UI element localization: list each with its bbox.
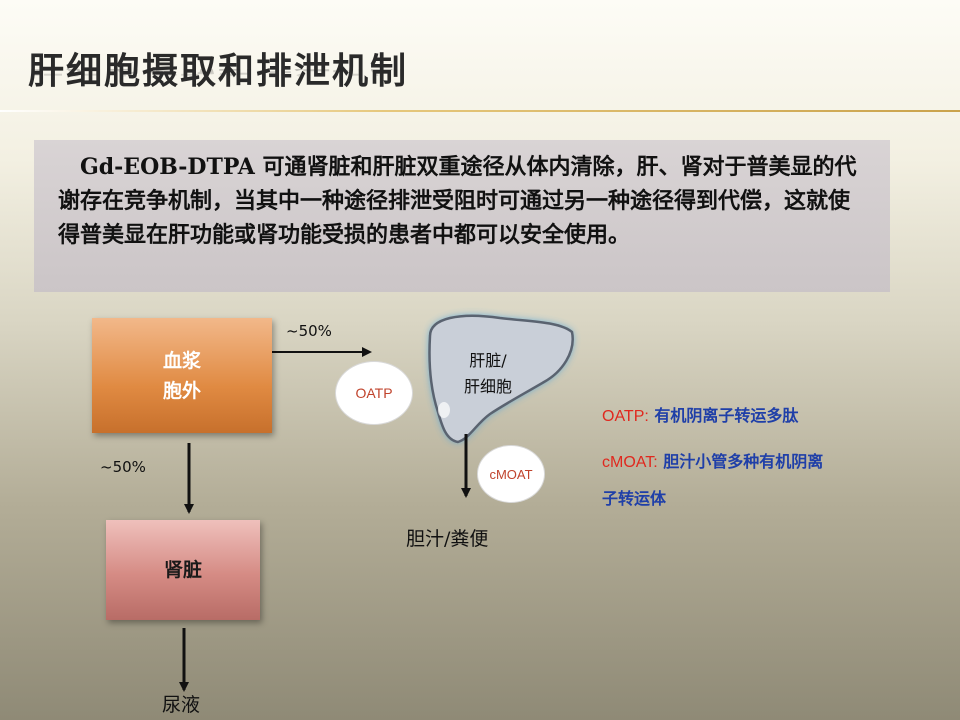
kidney-box: 肾脏 <box>106 520 260 620</box>
legend-cmoat: cMOAT: 胆汁小管多种有机阴离 子转运体 <box>602 444 823 517</box>
liver-label: 肝脏/ 肝细胞 <box>456 348 520 400</box>
oatp-transporter-circle: OATP <box>336 362 412 424</box>
extracellular-label: 胞外 <box>162 379 201 402</box>
legend-cmoat-desc-line1: 胆汁小管多种有机阴离 <box>663 452 824 471</box>
liver-route-percent: ~50% <box>286 322 332 340</box>
kidney-route-percent: ~50% <box>100 458 146 476</box>
liver-shape <box>428 314 574 444</box>
urine-label: 尿液 <box>162 694 201 716</box>
legend-cmoat-key: cMOAT: <box>602 454 658 471</box>
title-divider <box>0 110 960 112</box>
intro-paragraph: Gd-EOB-DTPA 可通肾脏和肝脏双重途径从体内清除，肝、肾对于普美显的代谢… <box>34 140 890 292</box>
plasma-label: 血浆 <box>162 349 201 372</box>
legend-oatp-desc: 有机阴离子转运多肽 <box>654 406 799 425</box>
plasma-extracellular-box: 血浆 胞外 <box>92 318 272 433</box>
liver-label-line2: 肝细胞 <box>463 377 512 396</box>
kidney-label: 肾脏 <box>163 559 202 581</box>
legend-cmoat-desc-line2: 子转运体 <box>602 489 667 508</box>
liver-label-line1: 肝脏/ <box>469 351 507 370</box>
bile-feces-label: 胆汁/粪便 <box>406 528 489 550</box>
cmoat-transporter-circle: cMOAT <box>478 446 544 502</box>
legend-oatp: OATP: 有机阴离子转运多肽 <box>602 398 798 435</box>
legend-oatp-key: OATP: <box>602 408 649 425</box>
slide-title: 肝细胞摄取和排泄机制 <box>28 51 409 92</box>
